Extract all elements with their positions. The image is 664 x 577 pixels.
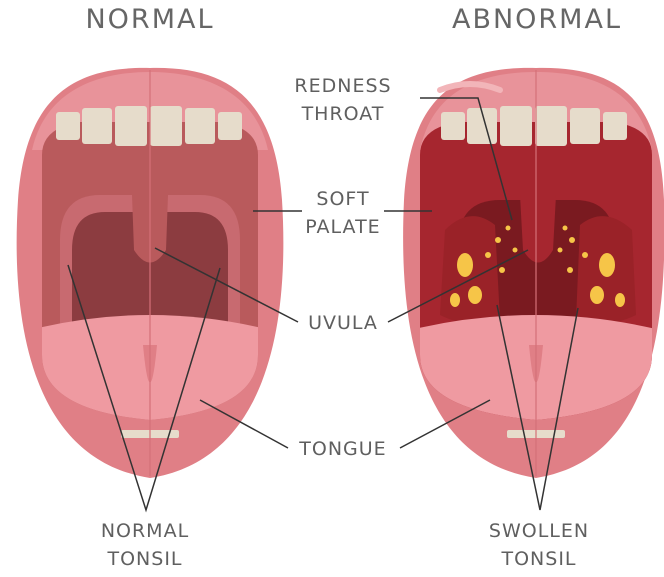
normal-title: NORMAL <box>48 4 252 35</box>
swollen-tonsil-line2: TONSIL <box>472 545 606 573</box>
normal-tonsil-line1: NORMAL <box>84 517 206 545</box>
redness-throat-label: REDNESS THROAT <box>278 72 408 128</box>
uvula-label: UVULA <box>296 309 390 337</box>
soft-palate-line1: SOFT <box>298 185 388 213</box>
soft-palate-line2: PALATE <box>298 213 388 241</box>
abnormal-title: ABNORMAL <box>432 4 642 35</box>
abnormal-uvula <box>520 195 556 263</box>
abnormal-mouth <box>403 68 664 478</box>
redness-throat-line1: REDNESS <box>278 72 408 100</box>
redness-throat-line2: THROAT <box>278 100 408 128</box>
tongue-label: TONGUE <box>288 435 398 463</box>
normal-tonsil-line2: TONSIL <box>84 545 206 573</box>
normal-tonsil-label: NORMAL TONSIL <box>84 517 206 573</box>
soft-palate-label: SOFT PALATE <box>298 185 388 241</box>
normal-mouth <box>17 68 284 478</box>
swollen-tonsil-line1: SWOLLEN <box>472 517 606 545</box>
swollen-tonsil-label: SWOLLEN TONSIL <box>472 517 606 573</box>
